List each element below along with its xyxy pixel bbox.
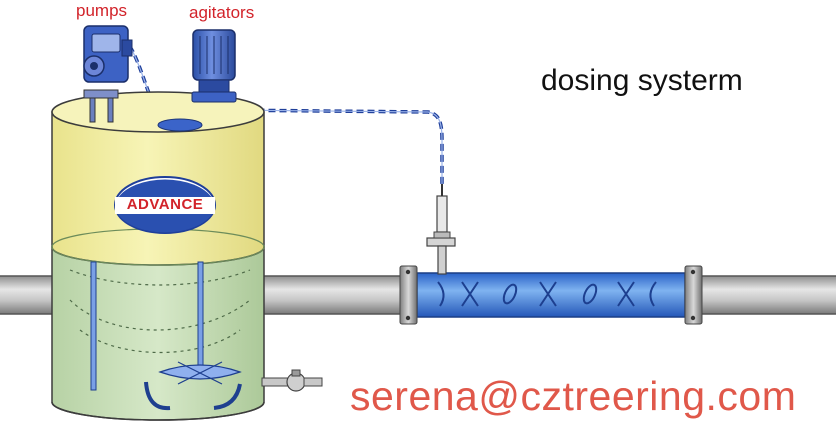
- pumps-label: pumps: [76, 1, 128, 20]
- brand-badge: [114, 176, 216, 234]
- static-mixer-icon: [399, 265, 703, 325]
- diagram-title: dosing systerm: [541, 64, 743, 97]
- injection-quill: [426, 182, 456, 275]
- agitator-motor-icon: [191, 29, 237, 103]
- dosing-pump-icon: [83, 25, 133, 83]
- tank: [51, 91, 265, 421]
- contact-email: serena@cztreering.com: [350, 373, 797, 419]
- drain-valve-icon: [261, 369, 323, 392]
- brand-label: ADVANCE: [126, 196, 204, 213]
- pump-stand: [83, 89, 119, 123]
- agitators-label: agitators: [189, 3, 255, 22]
